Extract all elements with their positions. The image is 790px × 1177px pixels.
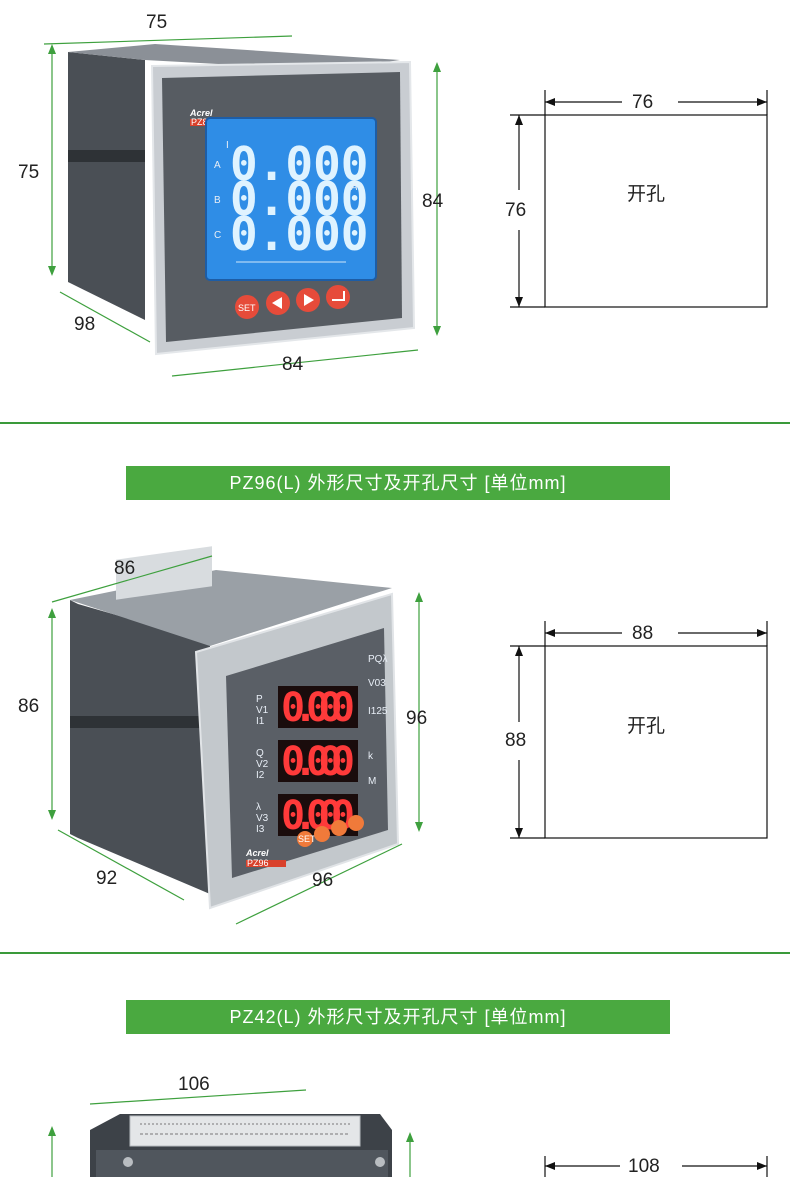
dim-right: 96 xyxy=(406,708,427,729)
pz96-cutout: 88 88 开孔 xyxy=(505,621,768,839)
pz96-section: PZ96(L) 外形尺寸及开孔尺寸 [单位mm] 0.000 0.000 0.0… xyxy=(0,424,790,954)
pz96-enter-button[interactable] xyxy=(348,815,364,831)
pz80-reading-1: 0.000 xyxy=(230,137,368,191)
pz80-unit: A xyxy=(350,182,358,193)
cutout-width: 108 xyxy=(628,1156,660,1177)
pz80-row-label-b: B xyxy=(214,195,221,206)
pz96-label-v2: V2 xyxy=(256,759,269,770)
pz96-reading-2: 0.000 xyxy=(281,739,355,785)
pz96-device: 0.000 0.000 0.000 PQλ V03 I125 k M P V1 … xyxy=(70,546,400,910)
dim-top: 106 xyxy=(178,1074,210,1095)
pz96-dimensions: 86 86 96 96 92 xyxy=(18,555,427,925)
pz80-dimensions: 75 75 84 84 98 xyxy=(18,12,444,377)
pz42-dimensions: 106 xyxy=(48,1074,414,1177)
pz80-lcd-screen xyxy=(205,117,377,281)
pz42-section: PZ42(L) 外形尺寸及开孔尺寸 [单位mm] 106 108 xyxy=(0,954,790,1177)
pz96-label-p: P xyxy=(256,694,263,705)
pz96-led-window-2 xyxy=(278,740,358,782)
dim-left: 86 xyxy=(18,696,39,717)
pz96-label-v1: V1 xyxy=(256,705,269,716)
cutout-rect xyxy=(544,114,768,308)
section-divider xyxy=(0,952,790,954)
dim-top: 75 xyxy=(146,12,167,33)
pz96-brand: Acrel xyxy=(245,848,269,858)
pz96-label-q: Q xyxy=(256,748,264,759)
left-arrow-icon xyxy=(272,297,282,309)
dim-top: 86 xyxy=(114,558,135,579)
pz96-label-i2: I2 xyxy=(256,770,265,781)
pz80-reading-3: 0.000 xyxy=(230,207,368,261)
section-divider xyxy=(0,422,790,424)
pz96-label-m: M xyxy=(368,776,376,787)
pz80-reading-2: 0.000 xyxy=(230,172,368,226)
cutout-width: 88 xyxy=(632,623,653,644)
cutout-rect xyxy=(544,645,768,839)
dim-bottom: 96 xyxy=(312,870,333,891)
pz96-set-button[interactable] xyxy=(297,831,313,847)
pz80-enter-button[interactable] xyxy=(326,285,350,309)
dim-bottom: 84 xyxy=(282,354,304,375)
pz96-banner: PZ96(L) 外形尺寸及开孔尺寸 [单位mm] xyxy=(126,466,670,500)
pz96-set-label: SET xyxy=(298,834,316,844)
pz96-model: PZ96 xyxy=(247,858,269,868)
dim-right: 84 xyxy=(422,191,444,212)
pz96-label-v03: V03 xyxy=(368,678,386,689)
pz96-label-i1: I1 xyxy=(256,716,265,727)
pz96-drawing: 0.000 0.000 0.000 PQλ V03 I125 k M P V1 … xyxy=(18,546,768,925)
dim-depth: 92 xyxy=(96,868,117,889)
pz96-left-button[interactable] xyxy=(314,826,330,842)
cutout-height: 88 xyxy=(505,730,526,751)
pz80-row-label-c: C xyxy=(214,230,221,241)
pz96-label-k: k xyxy=(368,751,374,762)
pz96-label-pq: PQλ xyxy=(368,654,387,665)
pz42-cutout: 108 xyxy=(544,1156,768,1177)
pz96-right-button[interactable] xyxy=(331,820,347,836)
pz42-banner: PZ42(L) 外形尺寸及开孔尺寸 [单位mm] xyxy=(126,1000,670,1034)
pz96-label-v3: V3 xyxy=(256,813,269,824)
pz80-set-label: SET xyxy=(238,303,256,313)
pz80-set-button[interactable] xyxy=(235,295,259,319)
pz80-model: PZ80L xyxy=(191,117,218,127)
pz80-row-label-a: A xyxy=(214,160,221,171)
pz80-phase-label: I xyxy=(226,140,229,151)
pz80-cutout: 76 76 开孔 xyxy=(505,90,768,308)
pz96-label-lambda: λ xyxy=(256,802,261,813)
pz96-led-window-1 xyxy=(278,686,358,728)
cutout-width: 76 xyxy=(632,92,653,113)
pz42-device xyxy=(90,1114,392,1177)
cutout-height: 76 xyxy=(505,200,526,221)
pz42-drawing: 106 108 xyxy=(48,1074,768,1177)
dim-depth: 98 xyxy=(74,314,95,335)
pz96-label-i125: I125 xyxy=(368,706,388,717)
dim-left: 75 xyxy=(18,162,39,183)
cutout-label: 开孔 xyxy=(627,715,665,737)
right-arrow-icon xyxy=(304,294,314,306)
pz96-label-i3: I3 xyxy=(256,824,265,835)
pz80-section: Acrel PZ80L I A B C 0.000 0.000 0.000 A … xyxy=(0,0,790,424)
pz80-device: Acrel PZ80L I A B C 0.000 0.000 0.000 A … xyxy=(68,44,416,356)
pz80-brand: Acrel xyxy=(189,108,213,118)
enter-icon xyxy=(332,291,345,301)
pz96-reading-1: 0.000 xyxy=(281,685,355,731)
cutout-label: 开孔 xyxy=(627,183,665,205)
pz80-drawing: Acrel PZ80L I A B C 0.000 0.000 0.000 A … xyxy=(18,12,768,377)
